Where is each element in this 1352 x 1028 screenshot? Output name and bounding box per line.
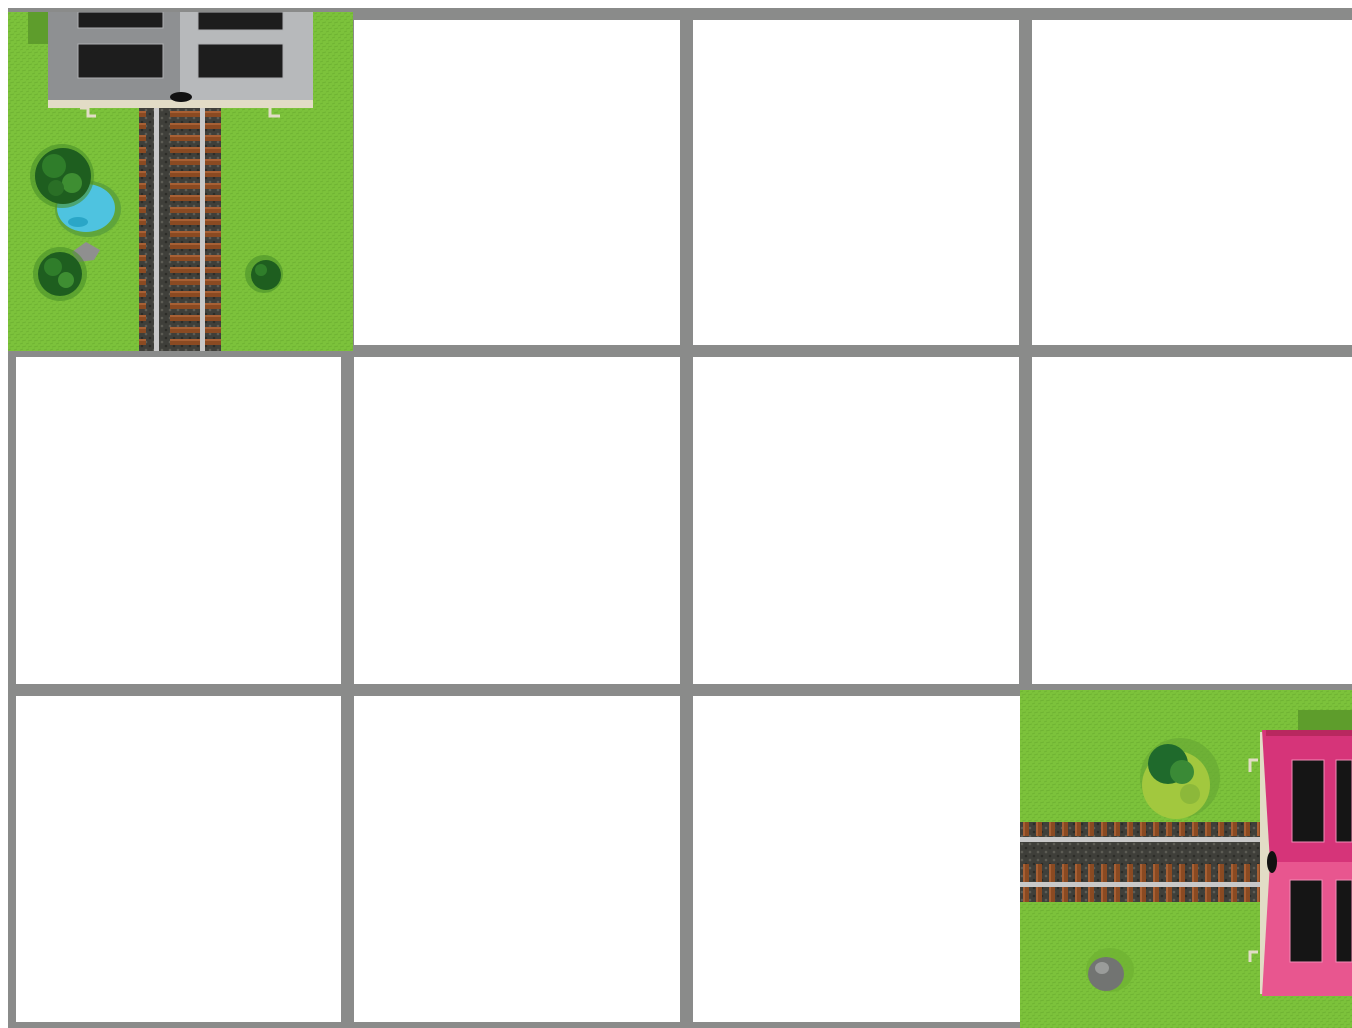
empty-cell-r0-c1[interactable] [354, 20, 680, 345]
rock [1086, 948, 1134, 992]
empty-cell-r1-c0[interactable] [16, 357, 341, 684]
gray-station-track-tile[interactable] [8, 12, 353, 351]
empty-cell-r2-c2[interactable] [693, 696, 1019, 1022]
rail-left [154, 104, 159, 351]
grid-line-v-3 [1019, 8, 1032, 690]
rail-right [200, 104, 205, 351]
gray-station [48, 12, 313, 116]
empty-cell-r1-c2[interactable] [693, 357, 1019, 684]
empty-cell-r0-c3[interactable] [1032, 20, 1352, 345]
tree-large [30, 144, 94, 208]
tree-medium [33, 247, 87, 301]
empty-cell-r0-c2[interactable] [693, 20, 1019, 345]
empty-cell-r1-c1[interactable] [354, 357, 680, 684]
track-ties [1020, 822, 1270, 902]
rail-top [1020, 837, 1270, 842]
empty-cell-r1-c3[interactable] [1032, 357, 1352, 684]
pink-station [1250, 730, 1352, 996]
pink-station-track-tile[interactable] [1020, 690, 1352, 1028]
pink-station-tile-art [1020, 690, 1352, 1028]
track-ties [139, 104, 221, 351]
empty-cell-r2-c1[interactable] [354, 696, 680, 1022]
hedge [1298, 710, 1352, 732]
rail-bottom [1020, 882, 1270, 887]
tree-small [245, 255, 283, 293]
grid-line-v-2 [680, 8, 693, 1028]
empty-cell-r2-c0[interactable] [16, 696, 341, 1022]
gray-station-tile-art [8, 12, 353, 351]
